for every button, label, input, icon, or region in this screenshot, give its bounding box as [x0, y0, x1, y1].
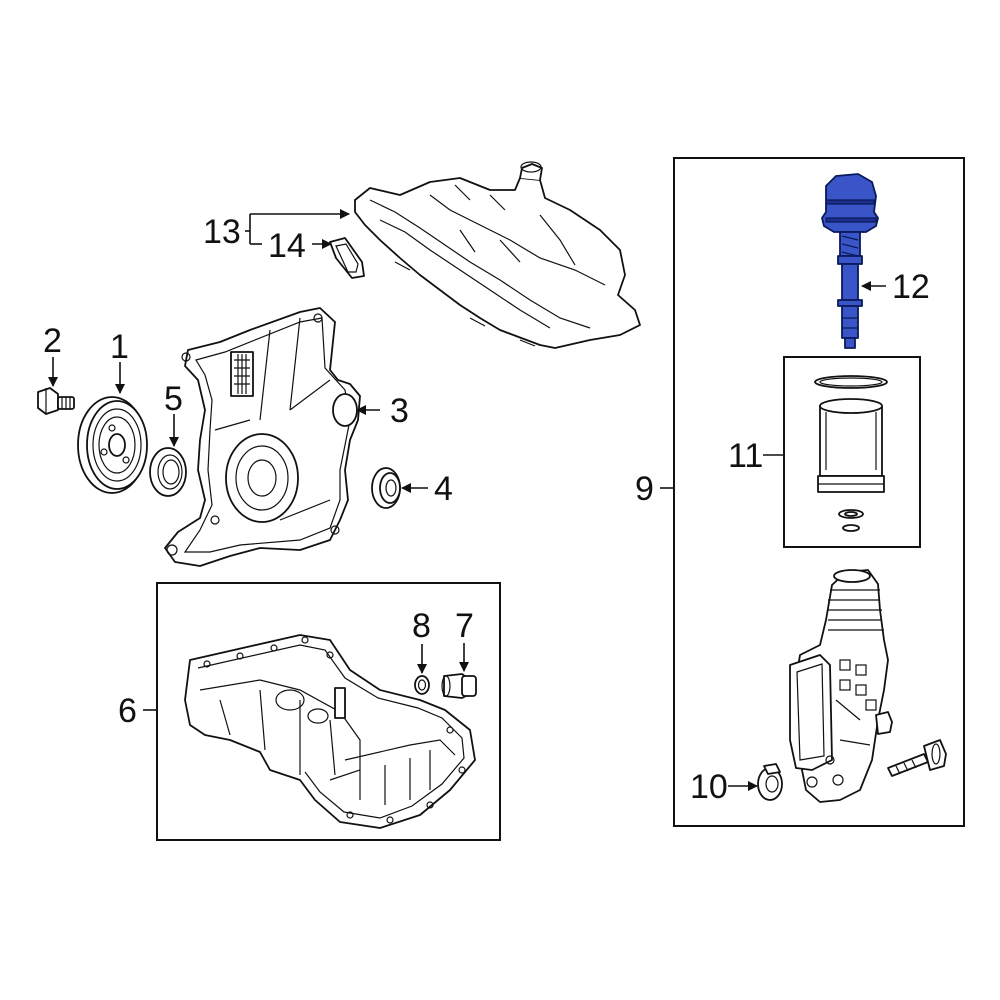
callout-12: 12 [892, 268, 930, 306]
oil-pan[interactable] [184, 634, 476, 829]
oil-filter-housing[interactable] [789, 569, 893, 803]
callout-14: 14 [268, 227, 306, 265]
callout-labels: 1 2 3 4 5 6 7 8 9 10 11 12 13 14 [43, 213, 930, 806]
callout-8: 8 [412, 607, 431, 645]
housing-bolt[interactable] [887, 739, 947, 777]
leader-lines [48, 209, 886, 791]
oil-filter-element[interactable] [814, 375, 888, 532]
crankshaft-seal[interactable] [371, 467, 401, 509]
oil-filter-cap[interactable] [821, 173, 879, 349]
oil-filter-group-box [673, 157, 965, 827]
housing-plug[interactable] [757, 763, 783, 801]
front-crankshaft-seal[interactable] [149, 447, 187, 497]
callout-5: 5 [164, 380, 183, 418]
callout-13: 13 [203, 213, 241, 251]
drain-plug[interactable] [441, 673, 477, 699]
intake-manifold[interactable] [354, 161, 641, 349]
oil-pan-group-box [156, 582, 501, 841]
callout-3: 3 [390, 392, 409, 430]
callout-11: 11 [728, 437, 763, 475]
callout-2: 2 [43, 322, 62, 360]
callout-7: 7 [455, 607, 474, 645]
callout-9: 9 [635, 470, 654, 508]
drain-plug-washer[interactable] [414, 675, 430, 695]
callout-1: 1 [110, 328, 129, 366]
intake-gasket[interactable] [329, 237, 365, 279]
callout-4: 4 [434, 470, 453, 508]
filter-element-group-box [783, 356, 921, 548]
timing-cover[interactable] [164, 307, 361, 567]
crankshaft-bolt[interactable] [37, 387, 75, 415]
callout-6: 6 [118, 692, 137, 730]
callout-10: 10 [690, 768, 728, 806]
crankshaft-pulley[interactable] [77, 396, 148, 494]
